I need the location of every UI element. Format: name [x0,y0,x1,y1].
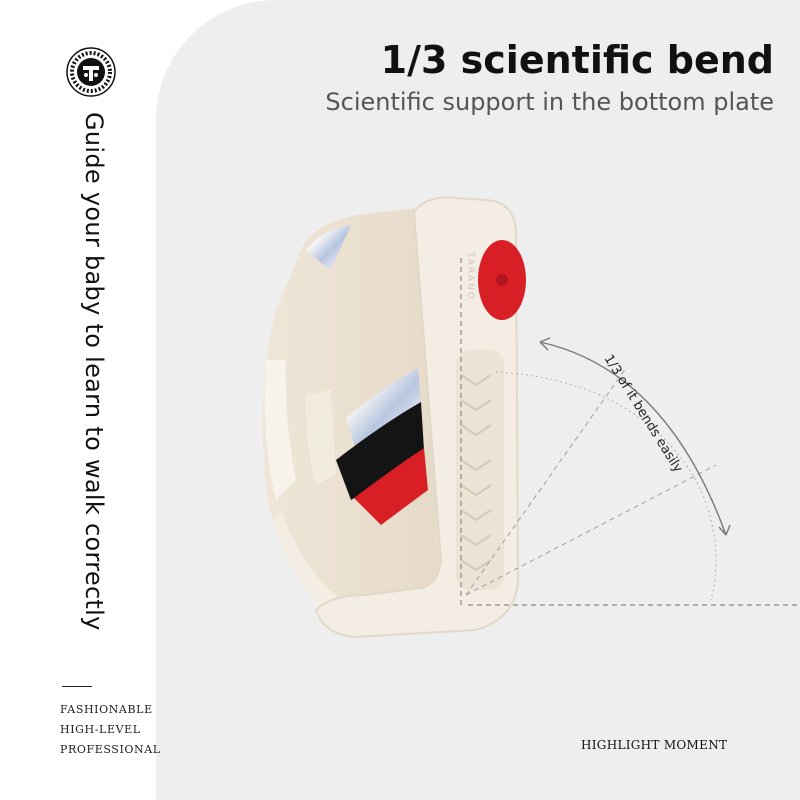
tag-item: PROFESSIONAL [60,743,161,756]
tag-list: FASHIONABLE HIGH-LEVEL PROFESSIONAL [60,700,161,760]
brand-logo-icon [66,47,116,97]
tag-item: HIGH-LEVEL [60,723,141,736]
left-divider [62,686,92,687]
footer-label: HIGHLIGHT MOMENT [581,738,728,752]
shoe-upper [262,208,441,625]
page-title: 1/3 scientific bend [380,38,774,82]
page-subtitle: Scientific support in the bottom plate [325,88,774,116]
vertical-slogan: Guide your baby to learn to walk correct… [80,112,108,631]
product-photo: 1/3 of it bends easily TARANO [262,196,800,639]
tag-item: FASHIONABLE [60,703,153,716]
bend-label: 1/3 of it bends easily [601,352,686,475]
shoe-sole [314,196,526,639]
sole-brand-mark: TARANO [465,251,475,301]
bend-guides [460,258,800,606]
